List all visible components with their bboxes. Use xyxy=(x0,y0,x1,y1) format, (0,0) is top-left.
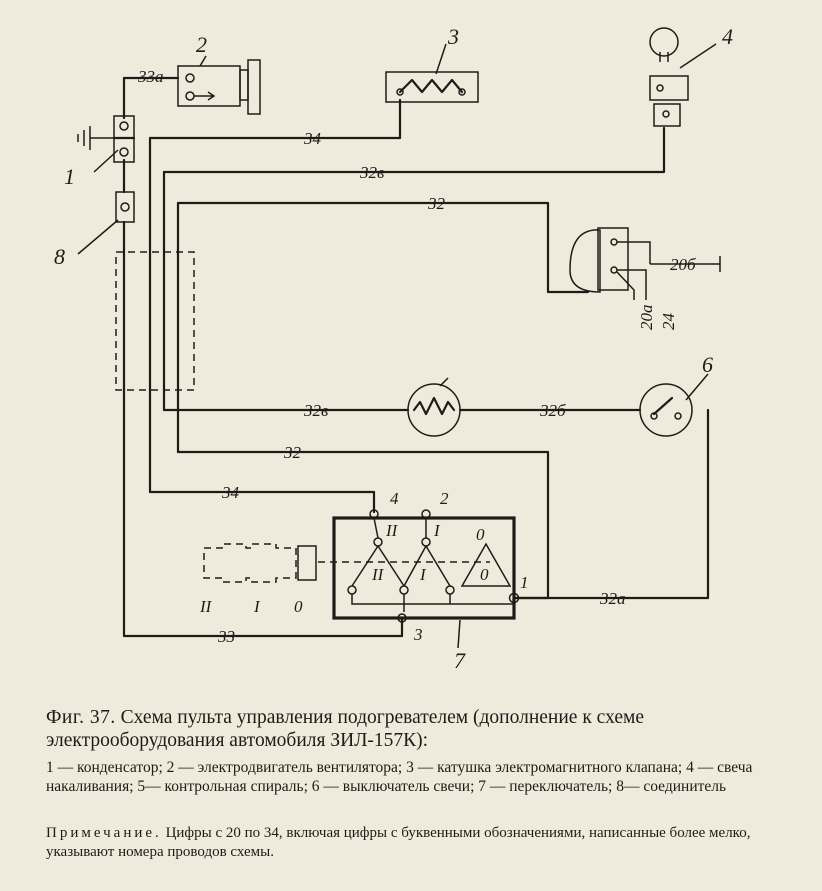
wire-34 xyxy=(148,98,402,514)
term-label-4: 4 xyxy=(390,489,399,508)
leaders xyxy=(77,43,717,649)
wire-label-33: 33 xyxy=(217,627,235,646)
pos-label-I-mid: I xyxy=(419,565,427,584)
relay-block xyxy=(569,227,721,300)
wire-label-32v-mid: 32в xyxy=(303,401,329,420)
caption-text: Схема пульта управления подогревателем (… xyxy=(46,707,644,751)
term-label-3: 3 xyxy=(413,625,423,644)
label-6: 6 xyxy=(702,352,713,377)
connector-8 xyxy=(115,191,135,223)
figure-legend: 1 — конденсатор; 2 — электродвигатель ве… xyxy=(46,759,753,795)
condenser xyxy=(77,115,136,163)
note-text: Цифры с 20 по 34, включая цифры с буквен… xyxy=(46,825,751,860)
handle-label-0: 0 xyxy=(294,597,303,616)
figure-note: Примечание. Цифры с 20 по 34, включая ци… xyxy=(46,824,756,862)
fan-motor xyxy=(177,59,261,115)
wire-label-32a: 32а xyxy=(599,589,626,608)
label-7: 7 xyxy=(454,648,466,673)
wiring-diagram: 1 2 3 4 6 7 8 33а 34 32в 32 20б 20а 24 3… xyxy=(54,24,733,673)
handle-label-II: II xyxy=(199,597,213,616)
wire-label-32-top: 32 xyxy=(427,194,446,213)
wire-32a xyxy=(514,408,710,600)
wire-label-34-low: 34 xyxy=(221,483,240,502)
pos-label-II-top: II xyxy=(385,521,399,540)
switch-handle xyxy=(203,543,317,583)
caption-label: Фиг. 37. xyxy=(46,707,116,728)
wire-label-20a: 20а xyxy=(637,305,656,331)
term-label-2: 2 xyxy=(440,489,449,508)
wire-33 xyxy=(122,220,404,638)
term-label-1: 1 xyxy=(520,573,529,592)
label-2: 2 xyxy=(196,32,207,57)
pos-label-II-mid: II xyxy=(371,565,385,584)
wire-label-34-top: 34 xyxy=(303,129,322,148)
wire-label-20b: 20б xyxy=(670,255,696,274)
pos-label-0-top: 0 xyxy=(476,525,485,544)
glow-plug xyxy=(649,27,689,127)
pos-label-0-mid: 0 xyxy=(480,565,489,584)
wire-label-33a: 33а xyxy=(137,67,164,86)
wire-label-32-low: 32 xyxy=(283,443,302,462)
wire-33a xyxy=(122,76,180,120)
selector-switch xyxy=(318,509,520,623)
label-3: 3 xyxy=(447,24,459,49)
pos-label-I-top: I xyxy=(433,521,441,540)
note-label: Примечание. xyxy=(46,825,162,841)
control-spiral xyxy=(407,377,461,437)
wire-32 xyxy=(176,201,590,600)
plug-switch xyxy=(639,383,693,437)
label-4: 4 xyxy=(722,24,733,49)
wire-32v xyxy=(162,126,666,412)
figure-caption: Фиг. 37. Схема пульта управления подогре… xyxy=(46,706,756,752)
label-8: 8 xyxy=(54,244,65,269)
wire-label-24: 24 xyxy=(659,313,678,331)
valve-coil xyxy=(385,71,479,103)
label-1: 1 xyxy=(64,164,75,189)
wire-label-32b: 32б xyxy=(539,401,566,420)
harness-bundle xyxy=(115,251,195,391)
wire-label-32v-top: 32в xyxy=(359,163,385,182)
handle-label-I: I xyxy=(253,597,261,616)
